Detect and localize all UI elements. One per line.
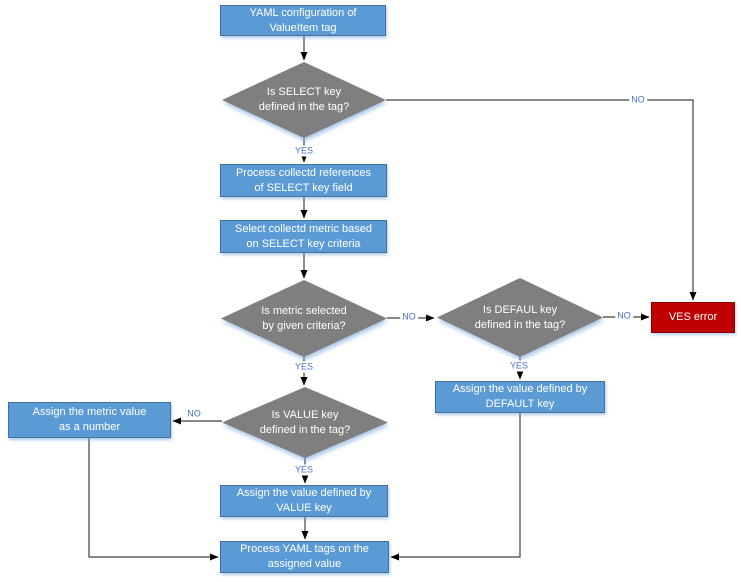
- edge-d1-no-err: [386, 99, 697, 301]
- edge-label-d3-yes: YES: [507, 360, 531, 372]
- decision-value-key-label: Is VALUE key defined in the tag?: [259, 408, 351, 436]
- edge-label-d4-no: NO: [185, 408, 203, 420]
- decision-metric-selected-label: Is metric selected by given criteria?: [261, 304, 347, 332]
- node-assign-metric-value: Assign the metric value as a number: [8, 402, 171, 438]
- node-assign-default-key-label: Assign the value defined by DEFAULT key: [452, 383, 588, 410]
- edge-label-d2-no: NO: [400, 311, 418, 323]
- decision-value-key: Is VALUE key defined in the tag?: [222, 387, 388, 458]
- node-process-collectd-references: Process collectd references of SELECT ke…: [220, 164, 387, 197]
- node-select-collectd-metric: Select collectd metric based on SELECT k…: [220, 220, 387, 253]
- node-process-collectd-references-label: Process collectd references of SELECT ke…: [235, 166, 372, 194]
- node-yaml-configuration: YAML configuration of ValueItem tag: [220, 5, 386, 36]
- decision-default-key: Is DEFAUL key defined in the tag?: [437, 278, 603, 357]
- edge-label-d2-yes: YES: [292, 361, 316, 373]
- node-ves-error-label: VES error: [668, 311, 718, 324]
- edge-label-d4-yes: YES: [292, 464, 316, 476]
- decision-select-key-label: Is SELECT key defined in the tag?: [258, 86, 350, 113]
- node-ves-error: VES error: [651, 302, 735, 333]
- decision-select-key: Is SELECT key defined in the tag?: [222, 62, 386, 138]
- node-assign-value-key-label: Assign the value defined by VALUE key: [236, 487, 372, 514]
- edge-pmetric-pyaml: [88, 438, 219, 561]
- node-process-yaml-tags-label: Process YAML tags on the assigned value: [240, 543, 369, 570]
- node-assign-value-key: Assign the value defined by VALUE key: [220, 485, 388, 517]
- edge-label-d1-no: NO: [629, 94, 647, 106]
- node-process-yaml-tags: Process YAML tags on the assigned value: [220, 541, 389, 573]
- edge-pdefault-pyaml: [390, 413, 521, 561]
- node-yaml-configuration-label: YAML configuration of ValueItem tag: [249, 6, 357, 34]
- node-select-collectd-metric-label: Select collectd metric based on SELECT k…: [235, 222, 372, 250]
- decision-metric-selected: Is metric selected by given criteria?: [221, 280, 387, 357]
- edge-label-d3-no: NO: [615, 310, 633, 322]
- decision-default-key-label: Is DEFAUL key defined in the tag?: [474, 303, 566, 331]
- node-assign-metric-value-label: Assign the metric value as a number: [32, 406, 147, 433]
- edge-label-d1-yes: YES: [292, 145, 316, 157]
- node-assign-default-key: Assign the value defined by DEFAULT key: [435, 381, 605, 413]
